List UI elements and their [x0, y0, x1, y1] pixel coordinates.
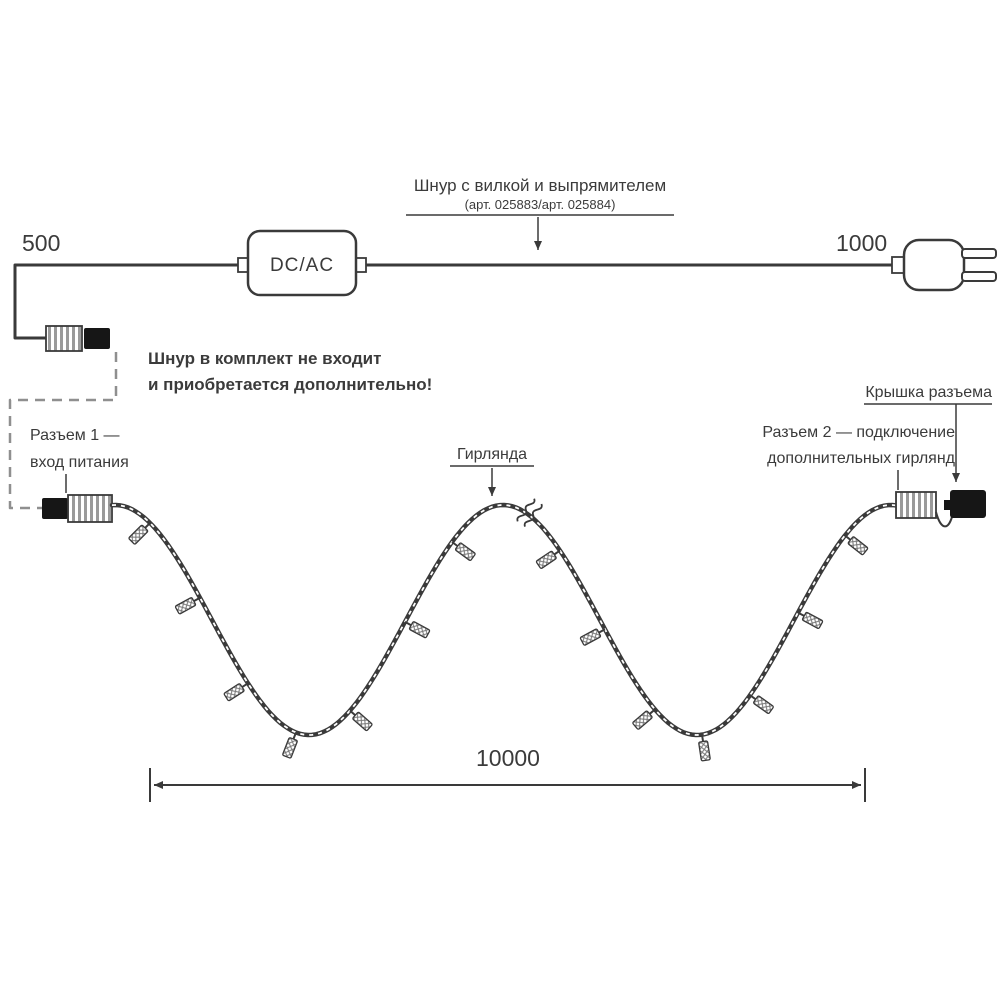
total-length-dimension: 10000 [149, 745, 866, 802]
cord-subtitle: (арт. 025883/арт. 025884) [465, 197, 616, 212]
note-line-1: Шнур в комплект не входит [148, 349, 381, 368]
connector2-label-line1: Разъем 2 — подключение [762, 424, 955, 441]
connector1-ribbed-part [67, 494, 113, 523]
dashed-connection-route [8, 352, 118, 510]
lamp [797, 611, 824, 630]
connector1-power-input [42, 494, 113, 523]
lamp [632, 708, 656, 730]
cap-stub [944, 500, 952, 510]
left-length-label: 500 [22, 230, 60, 256]
lamp [749, 694, 774, 714]
lamp [174, 596, 201, 615]
lamp [349, 709, 373, 732]
cord-title: Шнур с вилкой и выпрямителем [414, 176, 666, 195]
connector2-ribbed-part [895, 491, 937, 519]
connector1-label-line2: вход питания [30, 454, 129, 471]
garland-lamps [128, 522, 869, 762]
connector1-dark-part [42, 498, 68, 519]
garland-wire-twist-texture [111, 504, 897, 736]
cap-label: Крышка разъема [865, 384, 992, 401]
connector2-callout: Разъем 2 — подключение дополнительных ги… [762, 424, 956, 490]
lamp [579, 628, 606, 646]
break-mark [516, 498, 543, 527]
garland-label: Гирлянда [457, 446, 527, 463]
mains-plug [891, 238, 997, 292]
plug-prong-bottom [961, 271, 997, 282]
connector2-label-line2: дополнительных гирлянд [767, 450, 955, 467]
connector-dark-part [84, 328, 110, 349]
lamp [844, 534, 869, 556]
plug-prong-top [961, 248, 997, 259]
garland-callout: Гирлянда [450, 446, 534, 496]
cap-callout: Крышка разъема [864, 384, 992, 482]
total-length-label: 10000 [476, 745, 540, 771]
connector2-extension [895, 490, 986, 528]
cord-callout: Шнур с вилкой и выпрямителем (арт. 02588… [406, 176, 674, 250]
connector-cap [950, 490, 986, 518]
not-included-note: Шнур в комплект не входит и приобретаетс… [148, 349, 432, 394]
dc-ac-converter: DC/AC [246, 229, 358, 297]
converter-inlet-nub [237, 257, 249, 273]
lamp [535, 549, 561, 569]
cord-output-connector [45, 325, 110, 352]
lamp [223, 682, 249, 702]
connector1-callout: Разъем 1 — вход питания [30, 427, 129, 493]
converter-label: DC/AC [270, 255, 334, 276]
lamp [698, 734, 711, 762]
plug-collar [891, 256, 905, 274]
connector-ribbed-part [45, 325, 83, 352]
right-length-label: 1000 [836, 230, 887, 256]
power-cord [13, 263, 896, 340]
lamp [404, 621, 431, 639]
lamp [282, 732, 298, 759]
lamp [128, 522, 151, 545]
lamp [451, 541, 476, 562]
note-line-2: и приобретается дополнительно! [148, 375, 432, 394]
converter-outlet-nub [355, 257, 367, 273]
connector1-label-line1: Разъем 1 — [30, 427, 120, 444]
plug-body [902, 238, 966, 292]
